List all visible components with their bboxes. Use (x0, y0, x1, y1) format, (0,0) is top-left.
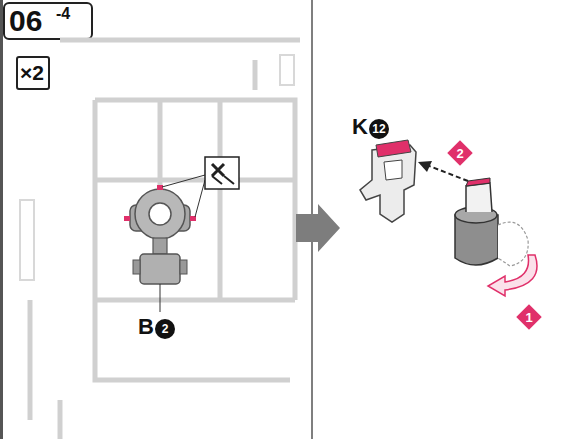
callout-number: 12 (369, 119, 389, 139)
step-order-number: 2 (456, 147, 463, 160)
runner-letter: B (138, 316, 154, 338)
joint-part (455, 178, 528, 266)
quantity-label: ×2 (20, 62, 44, 83)
callout-diamond: 2 (447, 140, 473, 166)
rotate-arrow (488, 255, 537, 296)
quantity-box (17, 57, 49, 89)
page-edge (0, 0, 3, 439)
step-number: 06 (9, 6, 42, 36)
step-box (4, 3, 92, 39)
callout-diamond: 1 (516, 304, 542, 330)
leader-line (160, 284, 161, 312)
flow-arrow (296, 204, 340, 252)
sprue-frame (30, 40, 300, 439)
step-substep: -4 (56, 6, 70, 22)
sprue-tag (20, 55, 294, 280)
callout-number: 2 (155, 319, 175, 339)
step-order-number: 1 (525, 311, 532, 324)
sprue-part (124, 185, 196, 284)
k-part (360, 140, 416, 222)
nipper-icon (162, 157, 239, 217)
runner-letter: K (352, 116, 368, 138)
